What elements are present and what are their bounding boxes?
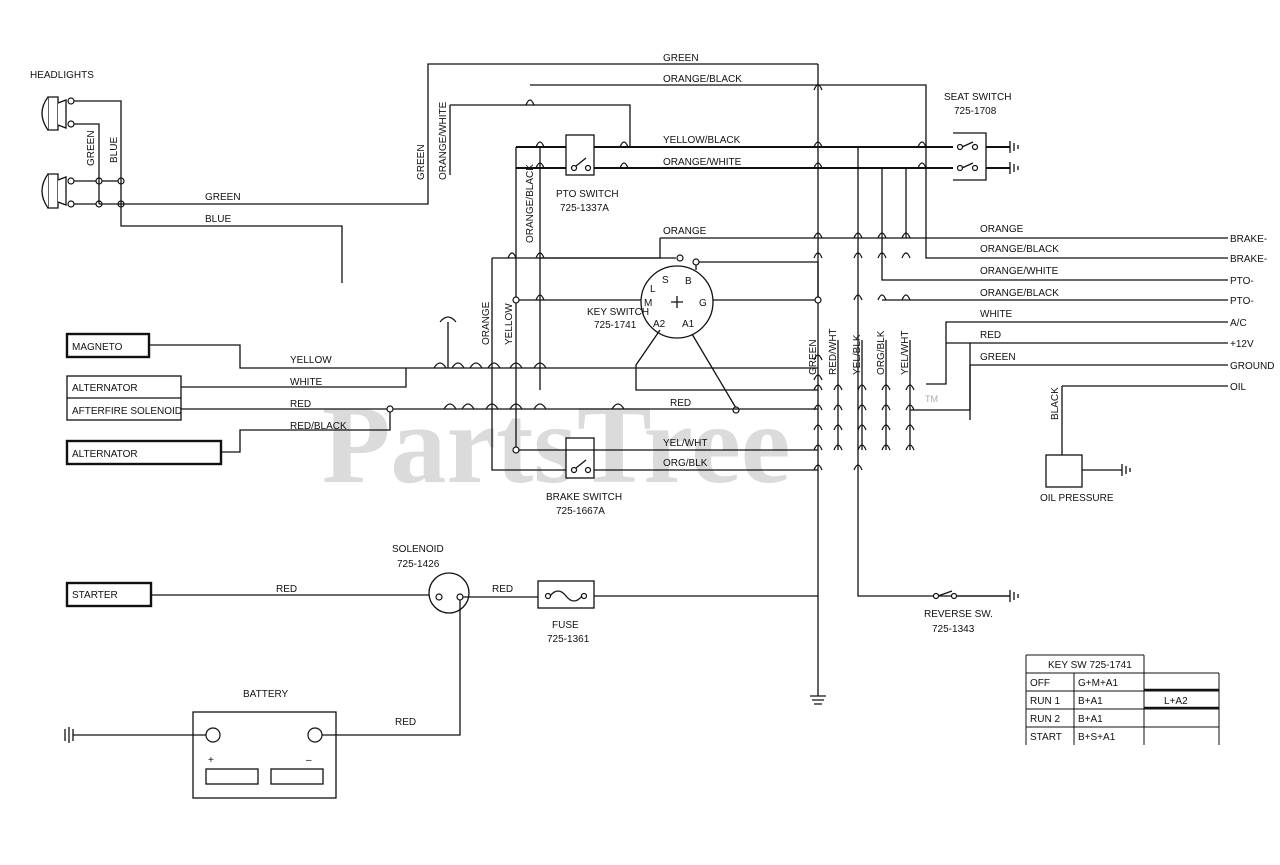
red-battery-label: RED <box>395 717 416 728</box>
conn-pin-2: BRAKE- <box>1230 254 1267 265</box>
key-table-row2-pos: RUN 1 <box>1030 696 1060 707</box>
conn-wire-4: ORANGE/BLACK <box>980 288 1059 299</box>
conn-pin-5: A/C <box>1230 318 1247 329</box>
oil-pressure-label: OIL PRESSURE <box>1040 493 1114 504</box>
seat-switch-pn: 725-1708 <box>954 106 997 117</box>
key-switch-pn: 725-1741 <box>594 320 637 331</box>
red-fuse-label: RED <box>492 584 513 595</box>
key-table-title: KEY SW 725-1741 <box>1048 660 1132 671</box>
red-starter-label: RED <box>276 584 297 595</box>
headlights-label: HEADLIGHTS <box>30 70 94 81</box>
red-mid-label: RED <box>670 398 691 409</box>
conn-pin-3: PTO- <box>1230 276 1254 287</box>
reverse-switch-label: REVERSE SW. <box>924 609 993 620</box>
orange-black-top-label: ORANGE/BLACK <box>663 74 742 85</box>
magneto-label: MAGNETO <box>72 342 123 353</box>
conn-pin-1: BRAKE- <box>1230 234 1267 245</box>
org-blk-label: ORG/BLK <box>663 458 708 469</box>
pto-switch-label: PTO SWITCH <box>556 189 619 200</box>
key-terminal-b: B <box>685 276 692 287</box>
key-switch-label: KEY SWITCH <box>587 307 649 318</box>
conn-pin-7: GROUND <box>1230 361 1274 372</box>
conn-wire-2: ORANGE/BLACK <box>980 244 1059 255</box>
conn-wire-5: WHITE <box>980 309 1013 320</box>
green-hl-label: GREEN <box>205 192 241 203</box>
yellow-vertical-label: YELLOW <box>504 303 515 345</box>
solenoid-label: SOLENOID <box>392 544 444 555</box>
key-terminal-a1: A1 <box>682 319 695 330</box>
blue-hl-label: BLUE <box>205 214 231 225</box>
key-table-row3-pos: RUN 2 <box>1030 714 1060 725</box>
orange-black-vertical-label: ORANGE/BLACK <box>525 164 536 243</box>
yellow-left-label: YELLOW <box>290 355 332 366</box>
green-vertical-label: GREEN <box>416 144 427 180</box>
battery-label: BATTERY <box>243 689 289 700</box>
key-table-row3-conn: B+A1 <box>1078 714 1103 725</box>
watermark-brand: PartsTree <box>322 383 791 507</box>
battery <box>192 711 337 799</box>
pto-switch <box>565 134 595 176</box>
battery-terminal-pos: + <box>208 755 214 766</box>
yel-wht-bundle-label: YEL/WHT <box>900 331 911 375</box>
key-table-row4-pos: START <box>1030 732 1062 743</box>
red-left-label: RED <box>290 399 311 410</box>
yel-blk-bundle-label: YEL/BLK <box>852 334 863 375</box>
key-terminal-a2: A2 <box>653 319 666 330</box>
seat-switch <box>953 132 1019 181</box>
blue-hl-vertical-label: BLUE <box>109 137 120 163</box>
key-switch <box>640 254 714 339</box>
org-blk-bundle-label: ORG/BLK <box>876 330 887 375</box>
pto-switch-pn: 725-1337A <box>560 203 609 214</box>
afterfire-solenoid-label: AFTERFIRE SOLENOID <box>72 406 182 417</box>
key-switch-table <box>1025 654 1220 745</box>
yel-wht-label: YEL/WHT <box>663 438 707 449</box>
orange-vertical-label: ORANGE <box>481 301 492 345</box>
black-oil-label: BLACK <box>1050 387 1061 420</box>
orange-white-label: ORANGE/WHITE <box>663 157 742 168</box>
key-table-row4-conn: B+S+A1 <box>1078 732 1116 743</box>
fuse-label: FUSE <box>552 620 579 631</box>
red-black-left-label: RED/BLACK <box>290 421 347 432</box>
brake-switch-label: BRAKE SWITCH <box>546 492 622 503</box>
wire-crossings <box>507 84 927 471</box>
key-table-row1-conn: G+M+A1 <box>1078 678 1118 689</box>
conn-pin-4: PTO- <box>1230 296 1254 307</box>
watermark-tm: TM <box>925 394 938 404</box>
fuse <box>537 580 595 609</box>
reverse-switch-pn: 725-1343 <box>932 624 975 635</box>
conn-wire-1: ORANGE <box>980 224 1024 235</box>
conn-wire-7: GREEN <box>980 352 1016 363</box>
battery-terminal-neg: – <box>306 755 312 766</box>
key-terminal-g: G <box>699 298 707 309</box>
white-left-label: WHITE <box>290 377 323 388</box>
alternator-1-label: ALTERNATOR <box>72 383 138 394</box>
green-top-label: GREEN <box>663 53 699 64</box>
brake-switch-pn: 725-1667A <box>556 506 605 517</box>
starter-label: STARTER <box>72 590 118 601</box>
key-table-row2-conn: B+A1 <box>1078 696 1103 707</box>
key-terminal-s: S <box>662 275 669 286</box>
oil-pressure-sensor <box>1045 454 1131 488</box>
key-table-row1-pos: OFF <box>1030 678 1050 689</box>
conn-wire-3: ORANGE/WHITE <box>980 266 1059 277</box>
yellow-black-label: YELLOW/BLACK <box>663 135 741 146</box>
conn-pin-8: OIL <box>1230 382 1247 393</box>
key-table-row2-extra: L+A2 <box>1164 696 1188 707</box>
solenoid-pn: 725-1426 <box>397 559 440 570</box>
orange-white-vertical-label: ORANGE/WHITE <box>438 101 449 180</box>
green-hl-vertical-label: GREEN <box>86 130 97 166</box>
key-terminal-m: M <box>644 298 652 309</box>
red-wht-bundle-label: RED/WHT <box>828 328 839 375</box>
orange-mid-label: ORANGE <box>663 226 707 237</box>
conn-wire-6: RED <box>980 330 1001 341</box>
alternator-2-label: ALTERNATOR <box>72 449 138 460</box>
brake-switch <box>565 437 595 479</box>
seat-switch-label: SEAT SWITCH <box>944 92 1011 103</box>
conn-pin-6: +12V <box>1230 339 1254 350</box>
key-terminal-l: L <box>650 284 656 295</box>
solenoid <box>428 572 470 614</box>
fuse-pn: 725-1361 <box>547 634 590 645</box>
green-bundle-label: GREEN <box>808 339 819 375</box>
